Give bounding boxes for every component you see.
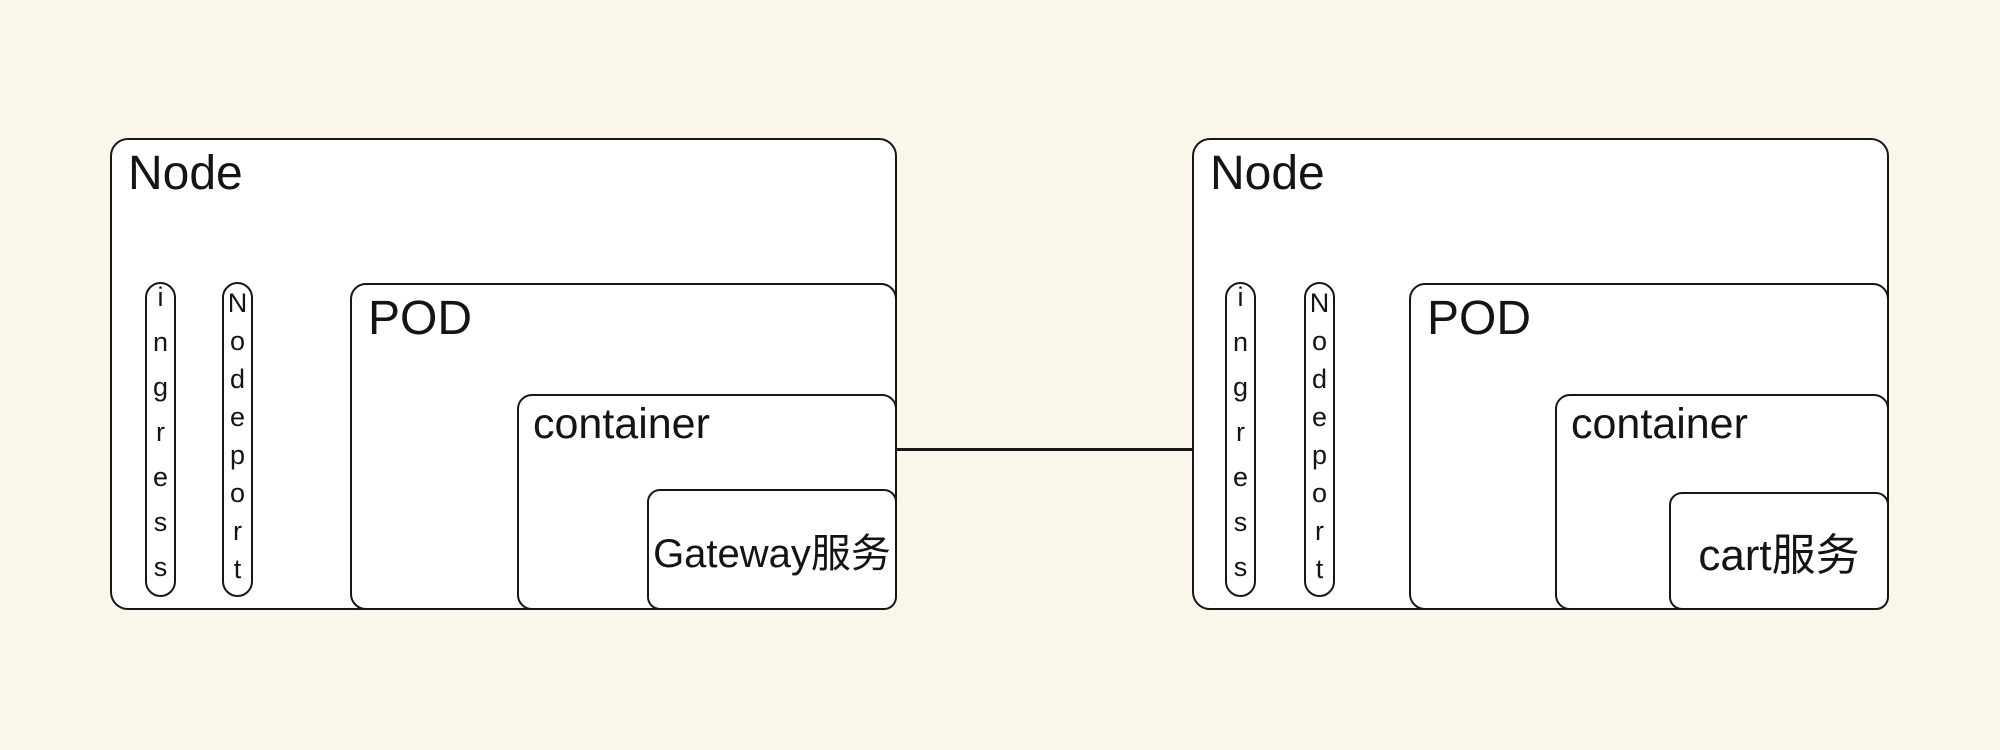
node-connector-line[interactable] [897,448,1203,451]
nodeport-pill[interactable]: Nodeport [222,282,253,597]
nodeport-label: Nodeport [222,287,253,592]
ingress-label: ingress [145,282,176,597]
container-box[interactable]: container Gateway服务 [517,394,897,610]
node-box-left[interactable]: Node ingress Nodeport POD container Gate… [110,138,897,610]
node-box-right[interactable]: Node ingress Nodeport POD container cart… [1192,138,1889,610]
service-label: cart服务 [1698,531,1860,580]
ingress-label: ingress [1225,282,1256,597]
service-label: Gateway服务 [653,531,891,576]
service-box-gateway[interactable]: Gateway服务 [647,489,897,610]
nodeport-pill[interactable]: Nodeport [1304,282,1335,597]
ingress-pill[interactable]: ingress [1225,282,1256,597]
pod-title: POD [1427,292,1532,345]
ingress-pill[interactable]: ingress [145,282,176,597]
nodeport-label: Nodeport [1304,287,1335,592]
node-title: Node [128,147,243,200]
pod-title: POD [368,292,473,345]
container-box[interactable]: container cart服务 [1555,394,1889,610]
container-title: container [1571,400,1748,448]
pod-box[interactable]: POD container Gateway服务 [350,283,897,610]
pod-box[interactable]: POD container cart服务 [1409,283,1889,610]
container-title: container [533,400,710,448]
node-title: Node [1210,147,1325,200]
service-box-cart[interactable]: cart服务 [1669,492,1889,610]
